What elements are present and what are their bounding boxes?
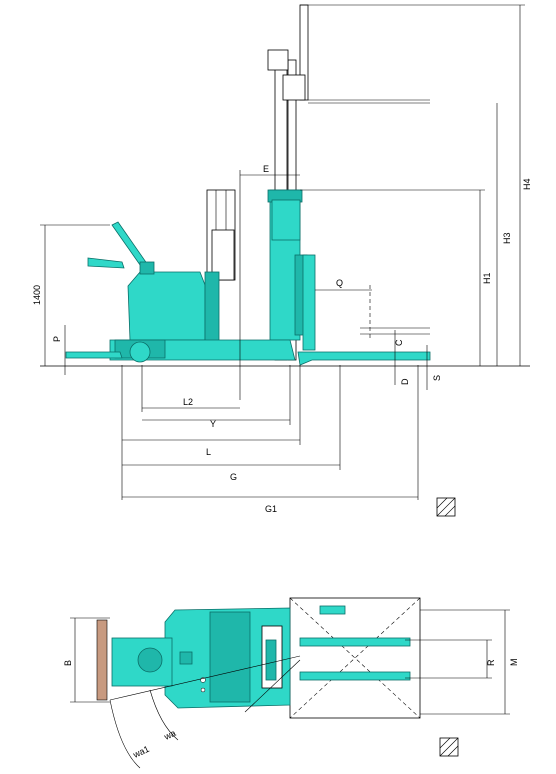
dim-m: M (509, 659, 519, 667)
dim-e: E (263, 164, 269, 174)
dim-r: R (486, 659, 496, 666)
dim-p: P (52, 336, 62, 342)
dim-c: C (394, 339, 404, 346)
dim-1400: 1400 (32, 285, 42, 305)
dim-d: D (400, 378, 410, 385)
dim-g: G (230, 472, 237, 482)
dim-g1: G1 (265, 504, 277, 514)
dim-h3: H3 (502, 232, 512, 244)
dim-h1: H1 (482, 272, 492, 284)
side-view: 1400 P E Q H1 H3 H4 C D S L2 Y L G G1 (32, 4, 532, 517)
dim-q: Q (336, 278, 343, 288)
dim-wa: wa (162, 728, 178, 742)
dim-wa1: wa1 (131, 744, 151, 760)
dim-l: L (206, 447, 211, 457)
dim-y: Y (210, 419, 216, 429)
top-view: B R M wa wa1 (63, 597, 519, 769)
dim-s: S (432, 375, 442, 381)
dim-h4: H4 (522, 178, 532, 190)
dim-b: B (63, 660, 73, 666)
dim-l2: L2 (183, 397, 193, 407)
